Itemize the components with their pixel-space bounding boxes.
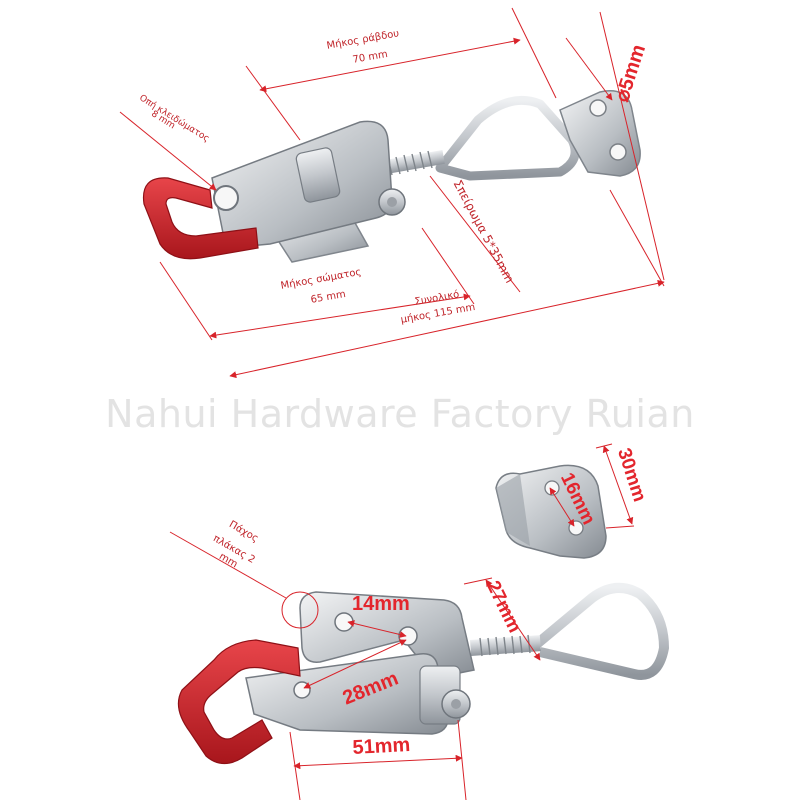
plate-thickness-callout xyxy=(281,591,319,629)
body-width-label: 51mm xyxy=(351,733,411,759)
bottom-red-handle xyxy=(177,639,301,765)
middle-dimension-lines xyxy=(549,443,635,529)
top-wire-loop xyxy=(435,95,580,181)
watermark: Nahui Hardware Factory Ruian xyxy=(105,392,695,436)
top-latch xyxy=(142,90,641,263)
bottom-latch xyxy=(177,583,669,765)
top-red-handle xyxy=(142,177,259,260)
bottom-dimension-lines xyxy=(169,531,541,800)
top-lock-hole xyxy=(213,185,239,211)
top-dimension-lines xyxy=(119,7,665,379)
top-catch-plate xyxy=(559,90,641,177)
hole-spacing-label: 14mm xyxy=(352,593,410,615)
bottom-wire-loop xyxy=(528,583,669,680)
